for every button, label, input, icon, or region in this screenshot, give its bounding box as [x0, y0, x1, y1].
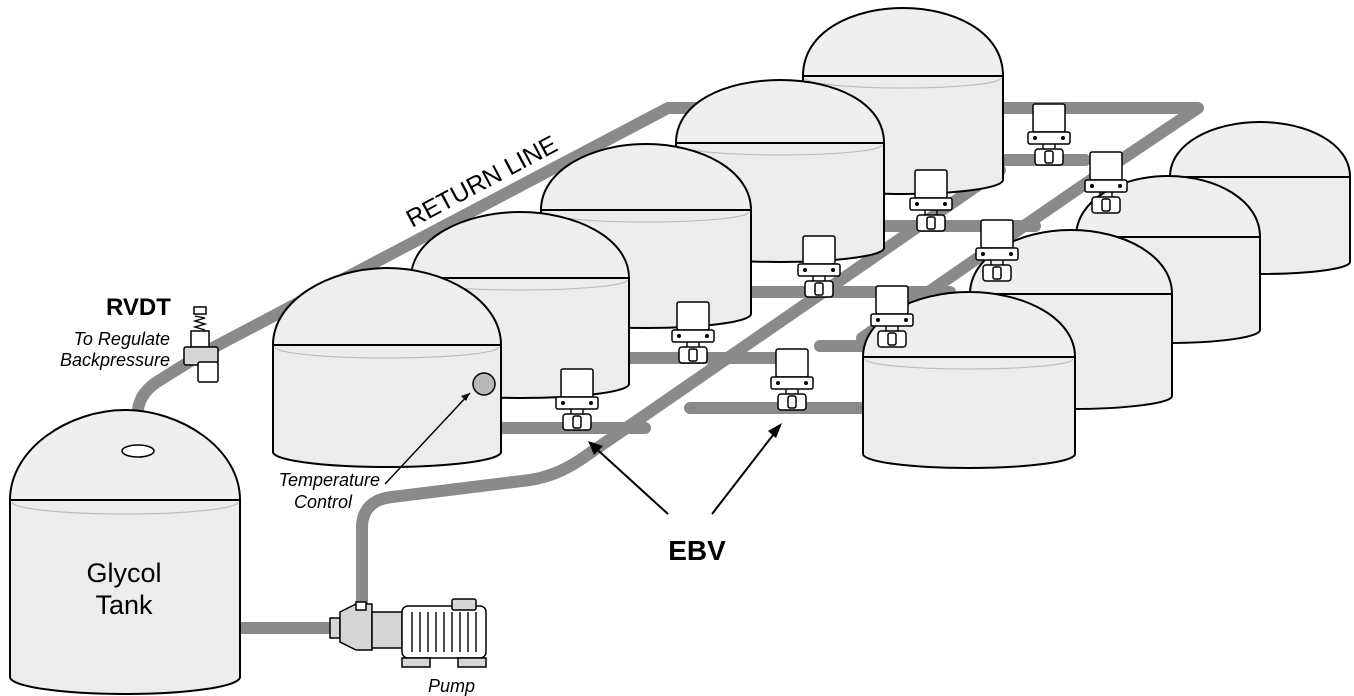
tank-fill-port [121, 444, 155, 458]
ebv-callout-arrows [588, 423, 782, 515]
valve-icon [797, 235, 841, 298]
supply-line-pipe [226, 164, 1006, 634]
glycol-tank: Glycol Tank [8, 408, 242, 695]
rvdt-title: RVDT [106, 294, 171, 321]
temperature-control-label: Temperature [279, 470, 380, 490]
glycol-tank-label: Glycol [86, 558, 161, 588]
ebv-label: EBV [668, 535, 726, 566]
temperature-control-label-2: Control [294, 492, 353, 512]
rvdt-description-2: Backpressure [60, 350, 170, 370]
pump-icon [329, 598, 487, 668]
rvdt-description-1: To Regulate [74, 329, 170, 349]
glycol-tank-label-2: Tank [95, 590, 153, 620]
valve-icon [909, 169, 953, 232]
sensor-icon [472, 372, 496, 396]
valve-icon [870, 285, 914, 348]
pump-label: Pump [428, 676, 475, 696]
valve-icon [1084, 151, 1128, 214]
fermenter-tank-with-temperature-control [271, 266, 503, 468]
valve-icon [1027, 103, 1071, 166]
valve-icon [671, 301, 715, 364]
fermenter-tank [861, 290, 1077, 469]
valve-icon [975, 219, 1019, 282]
temperature-control-callout [384, 392, 471, 485]
valve-icon [555, 368, 599, 431]
regulator-valve-icon [183, 306, 219, 383]
valve-icon [770, 348, 814, 411]
